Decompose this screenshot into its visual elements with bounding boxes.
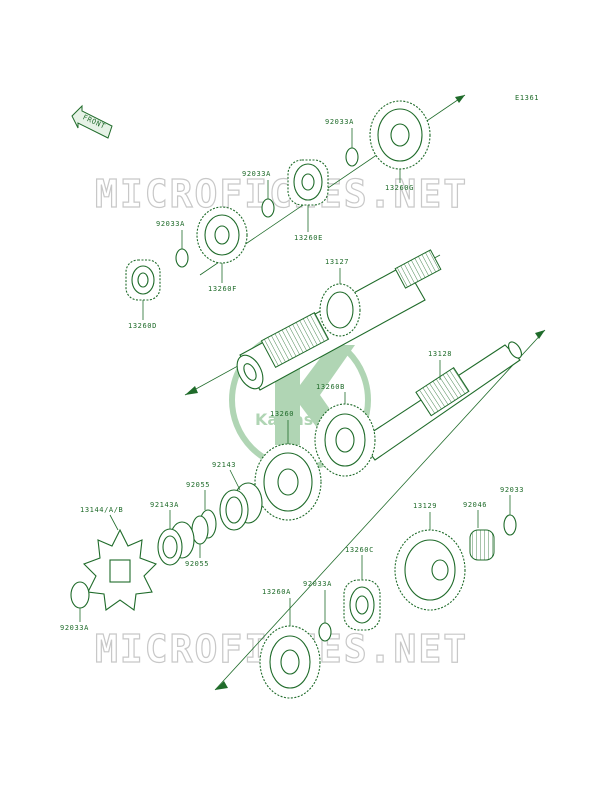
gear-13260G bbox=[369, 100, 431, 170]
shaft-13127 bbox=[236, 249, 442, 391]
gear-13260B bbox=[314, 403, 376, 477]
label-13260F: 13260F bbox=[208, 285, 237, 293]
label-92046: 92046 bbox=[463, 501, 487, 509]
label-13260E: 13260E bbox=[294, 234, 323, 242]
bushing-92143 bbox=[219, 482, 263, 531]
label-13144: 13144/A/B bbox=[80, 506, 123, 514]
gear-13260D bbox=[125, 259, 161, 301]
label-13127: 13127 bbox=[325, 258, 349, 266]
label-13260G: 13260G bbox=[385, 184, 414, 192]
front-arrow: FRONT bbox=[71, 104, 113, 139]
watermark-top: MICROFICHES.NET bbox=[95, 172, 468, 216]
bearing-92046 bbox=[469, 529, 495, 561]
label-92055-2: 92055 bbox=[185, 560, 209, 568]
axis-line-counter bbox=[214, 329, 546, 691]
label-92033A-3: 92033A bbox=[156, 220, 185, 228]
label-92033A-1: 92033A bbox=[325, 118, 354, 126]
ring-92033A-4 bbox=[318, 622, 332, 642]
label-13260A: 13260A bbox=[262, 588, 291, 596]
arrowhead-main bbox=[185, 386, 198, 395]
arrowhead-top bbox=[455, 95, 465, 103]
ring-92033A-1 bbox=[345, 147, 359, 167]
label-13260C: 13260C bbox=[345, 546, 374, 554]
label-92033A-2: 92033A bbox=[242, 170, 271, 178]
shaft-13128 bbox=[359, 341, 523, 461]
arrowhead-counter-right bbox=[535, 330, 545, 339]
label-92143: 92143 bbox=[212, 461, 236, 469]
label-13129: 13129 bbox=[413, 502, 437, 510]
label-92055-1: 92055 bbox=[186, 481, 210, 489]
label-13260: 13260 bbox=[270, 410, 294, 418]
ring-92033A-5 bbox=[70, 581, 90, 609]
gear-13129 bbox=[394, 529, 466, 611]
label-13260D: 13260D bbox=[128, 322, 157, 330]
gear-13260C bbox=[343, 579, 381, 631]
sprocket-13144 bbox=[83, 528, 157, 611]
ring-92033 bbox=[503, 514, 517, 536]
diagram-code: E1361 bbox=[515, 94, 539, 102]
ring-92033A-3 bbox=[175, 248, 189, 268]
label-92033: 92033 bbox=[500, 486, 524, 494]
label-13128: 13128 bbox=[428, 350, 452, 358]
gear-13260F bbox=[196, 206, 248, 264]
label-92033A-5: 92033A bbox=[60, 624, 89, 632]
label-92143A: 92143A bbox=[150, 501, 179, 509]
gear-13260A bbox=[259, 625, 321, 699]
label-92033A-4: 92033A bbox=[303, 580, 332, 588]
ring-92033A-2 bbox=[261, 198, 275, 218]
gear-13260 bbox=[254, 443, 322, 521]
arrowhead-counter-left bbox=[215, 681, 228, 690]
leader-lines bbox=[79, 128, 511, 626]
gear-13260E bbox=[287, 159, 329, 206]
bushing-92143A bbox=[157, 521, 195, 566]
label-13260B: 13260B bbox=[316, 383, 345, 391]
